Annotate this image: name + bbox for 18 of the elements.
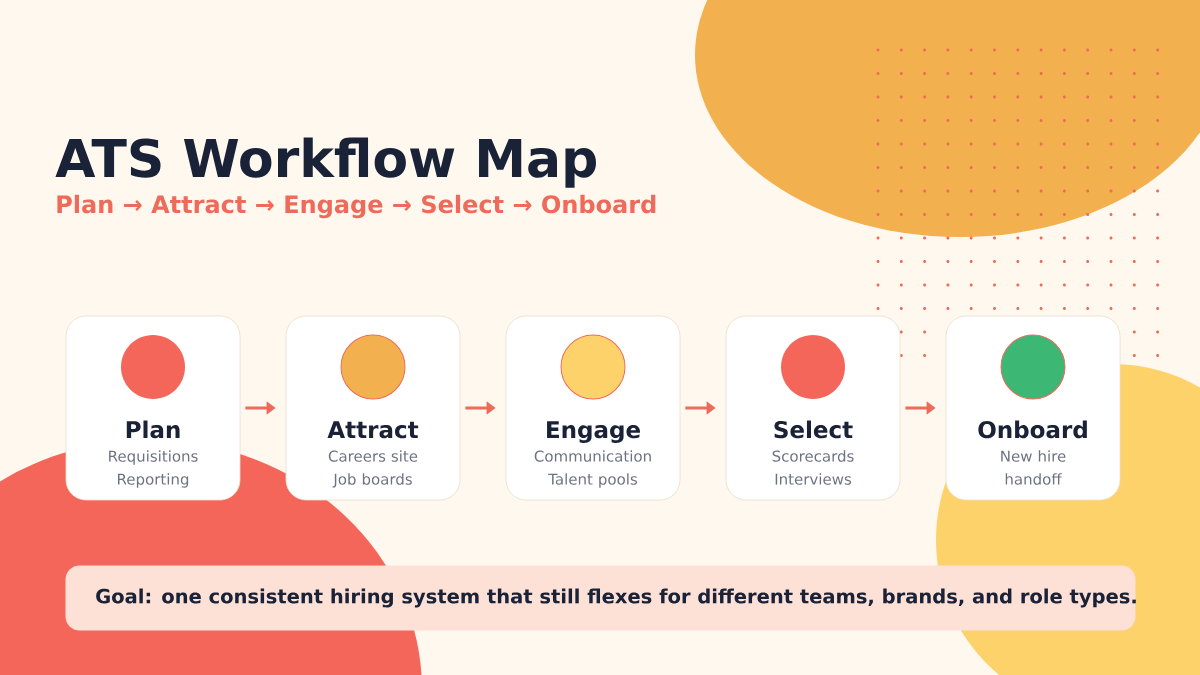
step-description: Requisitions Reporting: [109, 450, 198, 488]
step-description: Careers site Job boards: [328, 450, 418, 488]
step-title: Onboard: [978, 420, 1087, 439]
step-card: [945, 315, 1121, 501]
step-title: Attract: [327, 421, 419, 439]
step-card: [725, 315, 901, 501]
step-title: Select: [774, 420, 853, 439]
step-description: Communication Talent pools: [534, 450, 651, 488]
title: ATS Workflow Map: [55, 137, 596, 188]
step-title: Engage: [547, 421, 640, 443]
goal-banner: Goal: one consistent hiring system that still flexes for different teams, brands, and role types.: [65, 565, 1136, 631]
step-description: Scorecards Interviews: [772, 450, 854, 485]
step-card: [65, 315, 241, 501]
subtitle: Plan → Attract → Engage → Select → Onboard: [57, 194, 656, 219]
step-card: [505, 315, 681, 501]
step-description: New hire handoff: [1001, 450, 1066, 485]
step-title: Plan: [126, 420, 180, 439]
step-card: [285, 315, 461, 501]
